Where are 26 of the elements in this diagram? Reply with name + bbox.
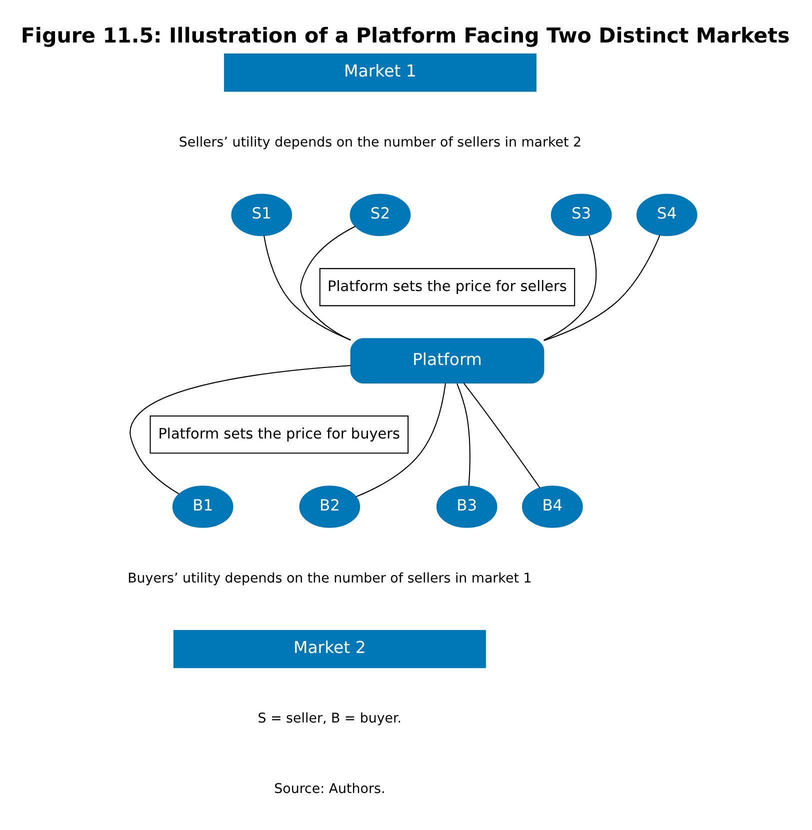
node-box: Market 1 — [224, 53, 536, 92]
node-ellipse: B4 — [522, 485, 583, 528]
label: Sellers’ utility depends on the number of sellers in market 2 — [178, 134, 582, 150]
connector — [130, 364, 351, 494]
node-ellipse: S2 — [350, 193, 411, 236]
node-box: Platform — [350, 338, 544, 384]
label: S = seller, B = buyer. — [258, 711, 402, 726]
node-ellipse: S1 — [231, 193, 292, 236]
node-ellipse: B3 — [436, 485, 498, 528]
connector — [300, 225, 356, 340]
node-box: Platform sets the price for sellers — [319, 268, 576, 306]
node-box: Market 2 — [173, 630, 486, 668]
diagram-title: Figure 11.5: Illustration of a Platform Facing Two Distinct Markets — [20, 23, 790, 48]
connector — [544, 234, 660, 341]
label: Buyers’ utility depends on the number of sellers in market 1 — [128, 570, 532, 586]
connector — [356, 382, 446, 497]
node-ellipse: S3 — [550, 193, 612, 236]
node-ellipse: B2 — [299, 485, 360, 528]
label: Source: Authors. — [274, 781, 386, 796]
node-box: Platform sets the price for buyers — [150, 415, 409, 454]
connector — [463, 382, 540, 488]
node-ellipse: B1 — [172, 485, 234, 528]
connector — [263, 235, 351, 340]
connector — [456, 382, 470, 486]
node-ellipse: S4 — [636, 193, 698, 236]
connector — [544, 234, 597, 340]
